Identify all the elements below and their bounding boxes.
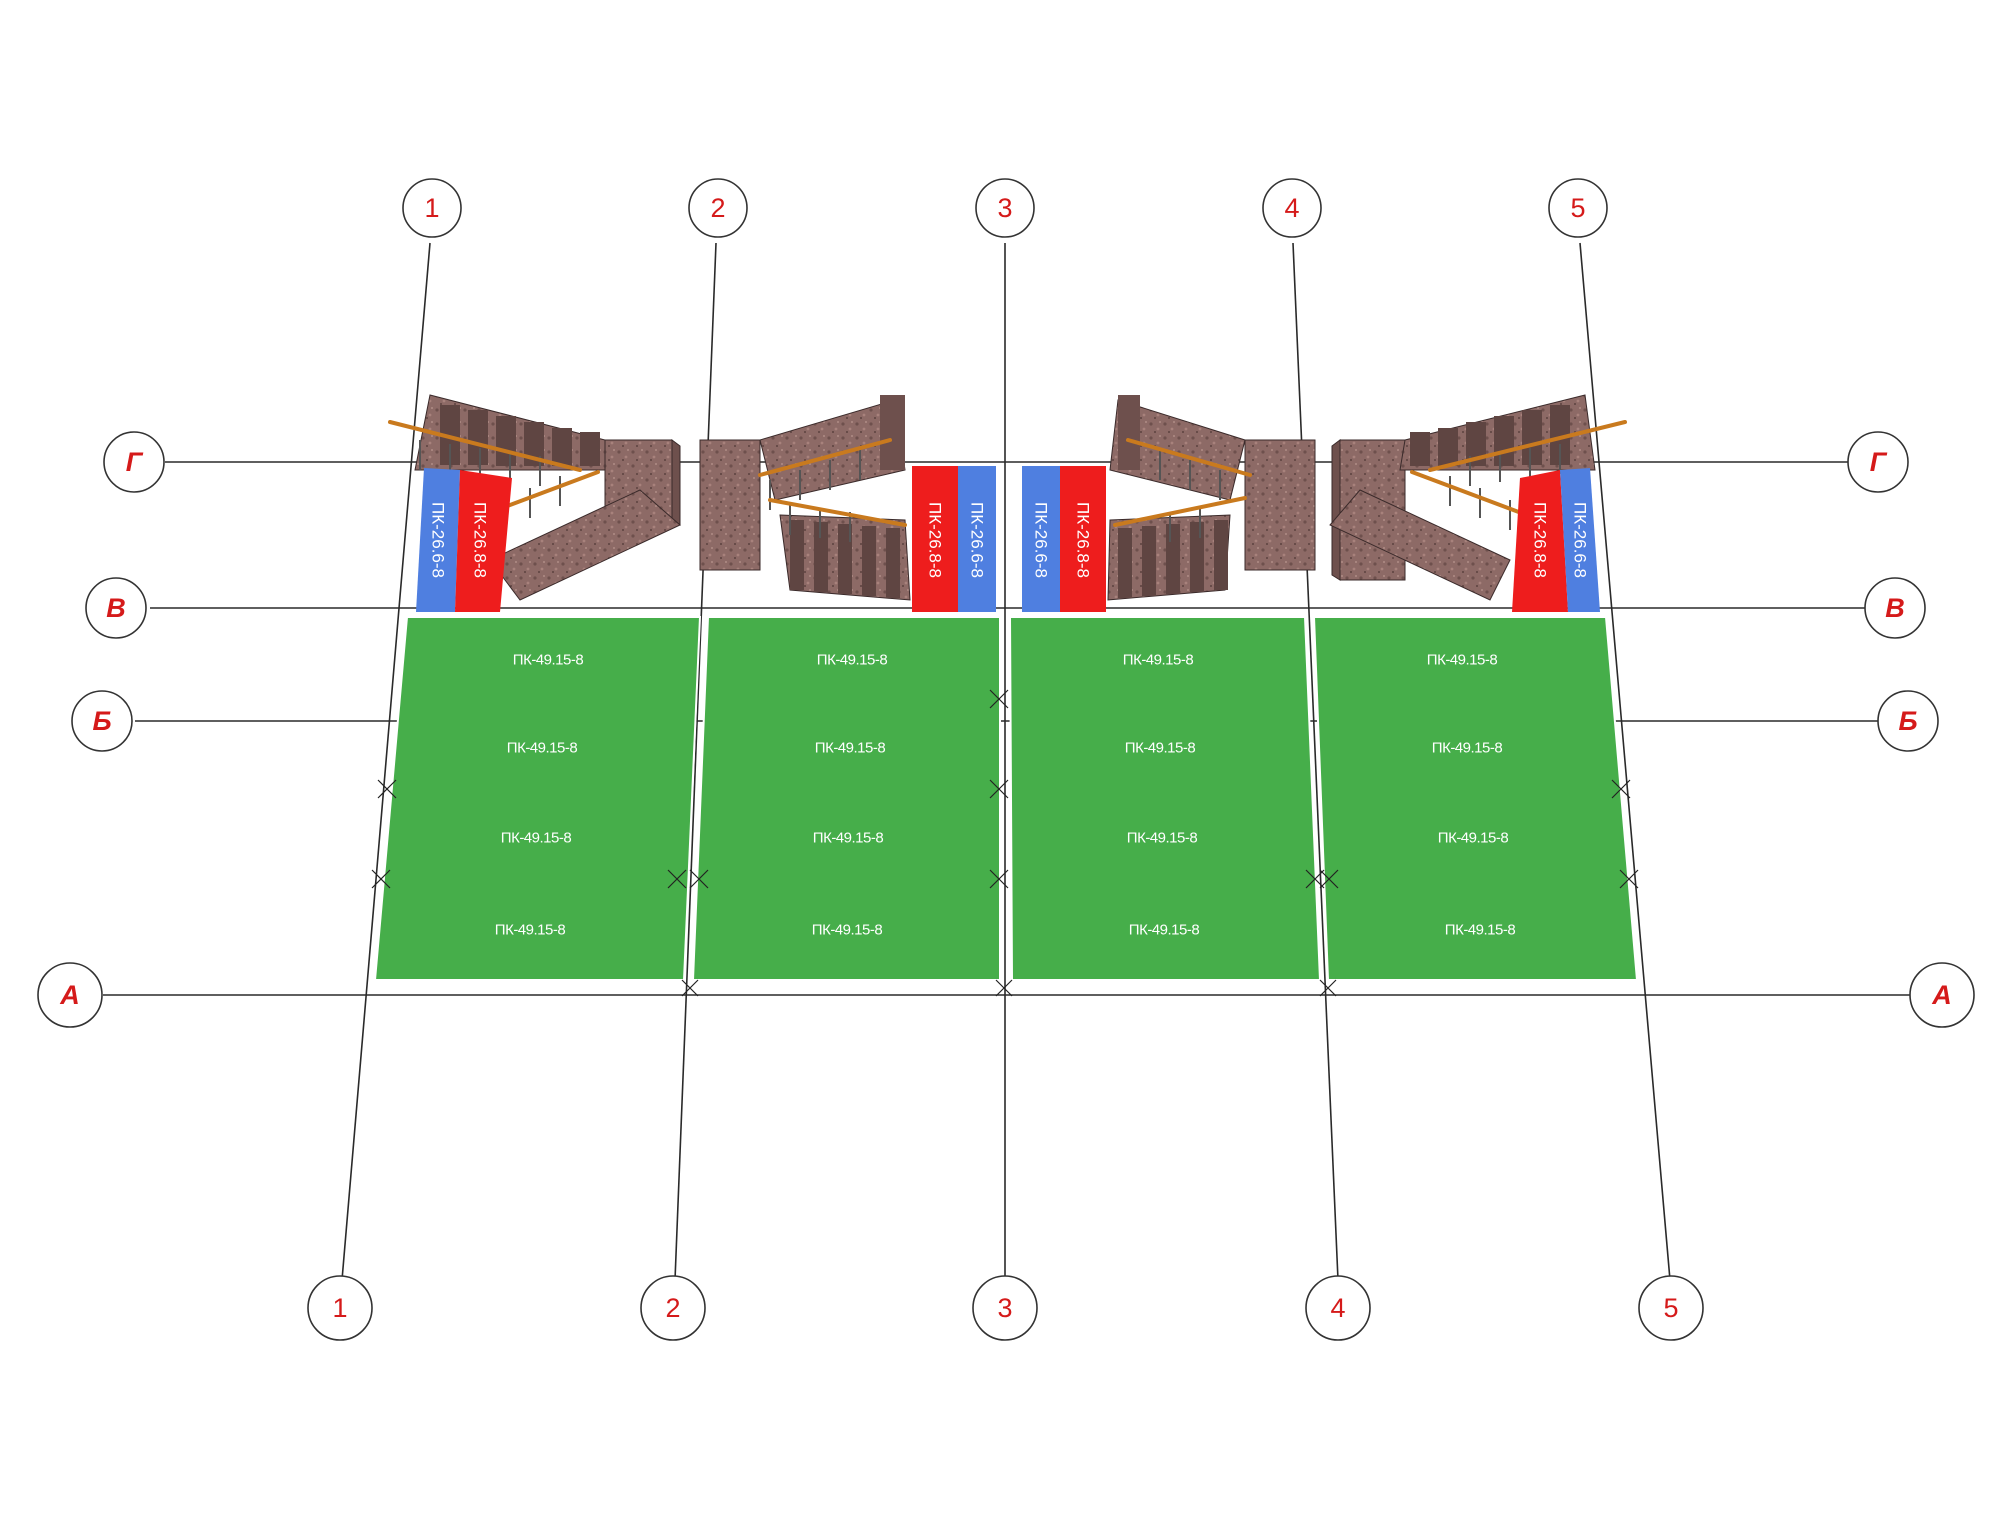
grid-line-1	[341, 242, 431, 1281]
landing-label-blue: ПК-26.6-8	[968, 502, 987, 578]
landing-label-blue: ПК-26.6-8	[429, 502, 448, 578]
axis-label: Г	[126, 447, 144, 477]
axis-label: 4	[1330, 1293, 1345, 1323]
floor-slab-labels: ПК-49.15-8 ПК-49.15-8 ПК-49.15-8 ПК-49.1…	[495, 652, 1516, 939]
stair-flight-icon	[1107, 395, 1316, 601]
floor-slab-bay-1	[373, 616, 702, 981]
slab-label: ПК-49.15-8	[1445, 922, 1516, 939]
axis-bubble-g-left: Г	[103, 431, 165, 493]
slab-label: ПК-49.15-8	[1123, 652, 1194, 669]
axis-bubble-v-left: В	[85, 577, 147, 639]
slab-label: ПК-49.15-8	[1427, 652, 1498, 669]
landing-slab-red	[912, 466, 958, 612]
axis-bubble-3-top: 3	[975, 178, 1035, 238]
axis-label: 5	[1570, 193, 1585, 223]
floor-slab-bay-4	[1312, 616, 1639, 981]
slab-label: ПК-49.15-8	[1438, 830, 1509, 847]
landing-slab-blue	[958, 466, 996, 612]
slab-label: ПК-49.15-8	[815, 740, 886, 757]
landing-label-red: ПК-26.8-8	[1531, 502, 1550, 578]
slab-label: ПК-49.15-8	[812, 922, 883, 939]
stair-flight-icon	[1329, 394, 1627, 601]
slab-label: ПК-49.15-8	[813, 830, 884, 847]
axis-bubble-5-bottom: 5	[1638, 1275, 1704, 1341]
landing-label-blue: ПК-26.6-8	[1571, 502, 1590, 578]
floor-slab-bay-2	[691, 616, 1001, 981]
landing-slab-red	[455, 470, 512, 612]
landing-slab-blue	[1022, 466, 1060, 612]
slab-label: ПК-49.15-8	[501, 830, 572, 847]
axis-bubble-a-right: А	[1909, 962, 1975, 1028]
slab-label: ПК-49.15-8	[507, 740, 578, 757]
axis-bubble-b-right: Б	[1877, 690, 1939, 752]
axis-label: 5	[1663, 1293, 1678, 1323]
axis-bubbles-top: 1 2 3 4 5	[402, 178, 1608, 238]
axis-label: 1	[424, 193, 439, 223]
axis-label: 3	[997, 1293, 1012, 1323]
axis-bubble-5-top: 5	[1548, 178, 1608, 238]
axis-bubble-1-bottom: 1	[307, 1275, 373, 1341]
axis-label: 3	[997, 193, 1012, 223]
slab-joint-markers	[371, 689, 1639, 997]
slab-label: ПК-49.15-8	[1432, 740, 1503, 757]
axis-bubble-v-right: В	[1864, 577, 1926, 639]
landing-slab-red	[1060, 466, 1106, 612]
axis-bubble-2-top: 2	[688, 178, 748, 238]
axis-bubble-b-left: Б	[71, 690, 133, 752]
landing-label-red: ПК-26.8-8	[471, 502, 490, 578]
landing-slabs-2: ПК-26.8-8 ПК-26.6-8	[912, 466, 996, 612]
slab-label: ПК-49.15-8	[1129, 922, 1200, 939]
axis-label: А	[59, 980, 80, 1010]
axis-bubble-g-right: Г	[1847, 431, 1909, 493]
grid-line-5	[1579, 242, 1671, 1281]
axis-bubbles-right: Г В Б А	[1847, 431, 1975, 1028]
grid-lines	[103, 242, 1915, 1281]
landing-slabs-3: ПК-26.6-8 ПК-26.8-8	[1022, 466, 1106, 612]
slab-label: ПК-49.15-8	[817, 652, 888, 669]
grid-line-2	[674, 242, 717, 1281]
slab-label: ПК-49.15-8	[1125, 740, 1196, 757]
axis-bubble-a-left: А	[37, 962, 103, 1028]
axis-bubble-4-bottom: 4	[1305, 1275, 1371, 1341]
landing-slab-blue	[1560, 468, 1600, 612]
slab-label: ПК-49.15-8	[495, 922, 566, 939]
axis-bubbles-bottom: 1 2 3 4 5	[307, 1275, 1704, 1341]
landing-slabs-1: ПК-26.6-8 ПК-26.8-8	[416, 468, 512, 612]
axis-label: 4	[1284, 193, 1299, 223]
stair-flight-icon	[699, 395, 911, 601]
landing-label-red: ПК-26.8-8	[1074, 502, 1093, 578]
axis-bubble-4-top: 4	[1262, 178, 1322, 238]
axis-bubble-3-bottom: 3	[972, 1275, 1038, 1341]
floor-slabs	[373, 616, 1639, 981]
axis-label: Г	[1870, 447, 1888, 477]
axis-label: 1	[332, 1293, 347, 1323]
axis-label: 2	[665, 1293, 680, 1323]
axis-bubble-1-top: 1	[402, 178, 462, 238]
landing-slab-red	[1512, 470, 1568, 612]
axis-bubble-2-bottom: 2	[640, 1275, 706, 1341]
axis-label: Б	[92, 706, 111, 736]
axis-label: В	[1885, 593, 1905, 623]
landing-label-red: ПК-26.8-8	[926, 502, 945, 578]
axis-bubbles-left: Г В Б А	[37, 431, 165, 1028]
landing-slab-blue	[416, 468, 460, 612]
slab-label: ПК-49.15-8	[513, 652, 584, 669]
axis-label: А	[1931, 980, 1952, 1010]
axis-label: В	[106, 593, 126, 623]
axis-label: 2	[710, 193, 725, 223]
landing-label-blue: ПК-26.6-8	[1032, 502, 1051, 578]
grid-line-4	[1292, 242, 1339, 1281]
axis-label: Б	[1898, 706, 1917, 736]
slab-label: ПК-49.15-8	[1127, 830, 1198, 847]
landing-slabs-4: ПК-26.8-8 ПК-26.6-8	[1512, 468, 1600, 612]
